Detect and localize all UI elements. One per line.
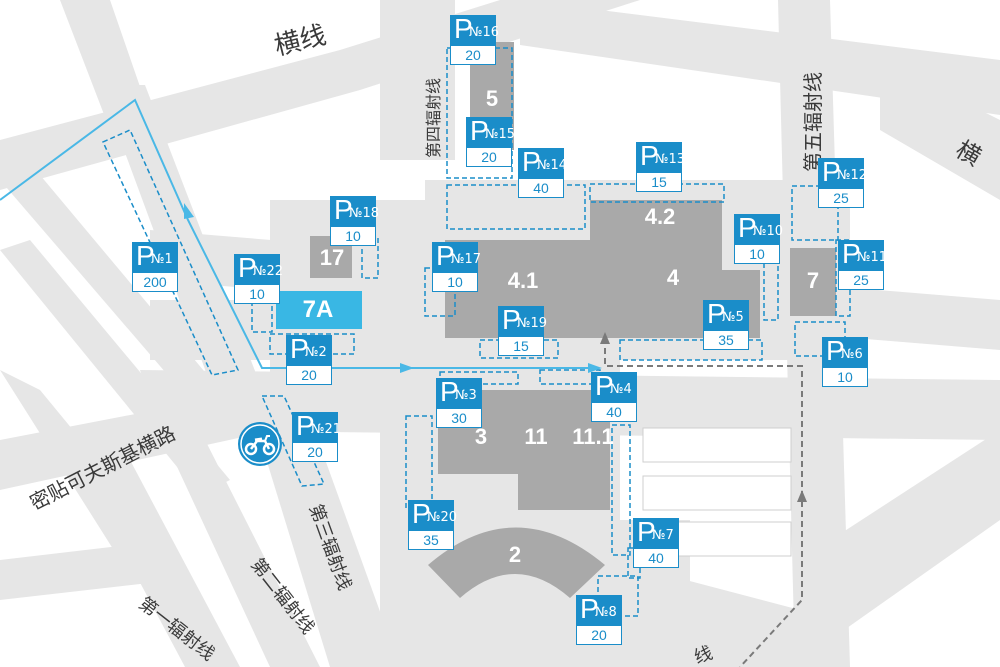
parking-capacity: 15 — [636, 172, 682, 192]
motorcycle-glyph — [240, 424, 280, 464]
motorcycle-icon[interactable] — [238, 422, 282, 466]
parking-capacity: 40 — [633, 548, 679, 568]
building-17-label: 17 — [319, 245, 345, 270]
building-4-2-label: 4.2 — [644, 204, 676, 229]
building-11-label: 11 — [524, 424, 548, 449]
route-path — [0, 98, 598, 369]
parking-capacity: 20 — [466, 147, 512, 167]
service-route — [604, 338, 803, 667]
parking-capacity: 25 — [838, 270, 884, 290]
parking-capacity: 10 — [234, 284, 280, 304]
parking-capacity: 20 — [576, 625, 622, 645]
parking-capacity: 40 — [518, 178, 564, 198]
building-2-label: 2 — [508, 542, 522, 567]
building-3-label: 3 — [474, 424, 488, 449]
parking-capacity: 10 — [432, 272, 478, 292]
building-5-label: 5 — [485, 86, 499, 111]
parking-capacity: 40 — [591, 402, 637, 422]
building-11-1-label: 11.1 — [572, 424, 614, 449]
parking-capacity: 15 — [498, 336, 544, 356]
parking-capacity: 10 — [822, 367, 868, 387]
building-4-1-label: 4.1 — [507, 268, 539, 293]
building-2-shape — [428, 527, 605, 598]
parking-capacity: 35 — [703, 330, 749, 350]
parking-capacity: 35 — [408, 530, 454, 550]
parking-capacity: 20 — [286, 365, 332, 385]
building-4-shape — [445, 200, 760, 338]
building-7-shape — [790, 248, 836, 316]
parking-capacity: 25 — [818, 188, 864, 208]
road-label-di-si: 第四辐射线 — [424, 77, 443, 158]
building-7a-shape — [276, 291, 362, 329]
parking-capacity: 10 — [734, 244, 780, 264]
parking-capacity: 200 — [132, 272, 178, 292]
building-4-label: 4 — [666, 265, 680, 290]
parking-capacity: 20 — [292, 442, 338, 462]
parking-capacity: 20 — [450, 45, 496, 65]
parking-capacity: 10 — [330, 226, 376, 246]
building-7a-label: 7A — [302, 296, 334, 323]
building-7-label: 7 — [806, 268, 820, 293]
parking-capacity: 30 — [436, 408, 482, 428]
